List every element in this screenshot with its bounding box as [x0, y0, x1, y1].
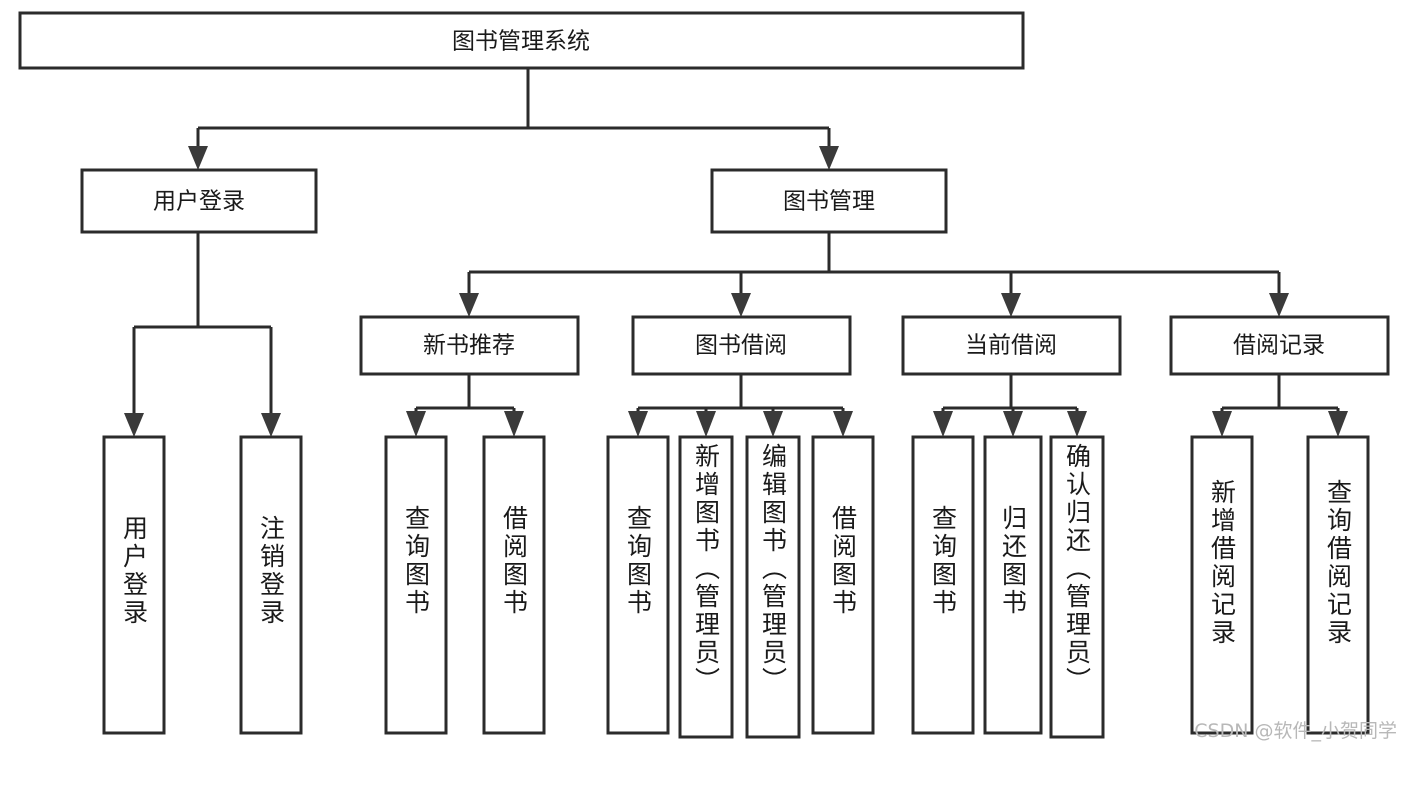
leaf-box-query-book-borrow[interactable] — [606, 435, 670, 735]
node-user-login[interactable]: 用户登录 — [80, 168, 318, 234]
node-root[interactable]: 图书管理系统 — [18, 11, 1025, 70]
arrow-head-icon — [763, 411, 783, 437]
arrow-head-icon — [406, 411, 426, 437]
leaf-box-logout[interactable] — [239, 435, 303, 735]
leaf-box-confirm-return-admin[interactable] — [1049, 435, 1105, 739]
node-root-label: 图书管理系统 — [452, 29, 590, 55]
arrow-head-icon — [459, 293, 479, 317]
node-borrow-record[interactable]: 借阅记录 — [1169, 315, 1390, 376]
arrow-head-icon — [1003, 411, 1023, 437]
arrow-head-icon — [1001, 293, 1021, 317]
node-book-management-box[interactable] — [710, 168, 948, 234]
node-book-borrow[interactable]: 图书借阅 — [631, 315, 852, 376]
arrow-head-icon — [188, 146, 208, 170]
node-book-management-label: 图书管理 — [783, 189, 875, 215]
connector-user-login-to-leaves — [124, 232, 281, 437]
arrow-head-icon — [1269, 293, 1289, 317]
leaf-box-add-book-admin[interactable] — [678, 435, 734, 739]
connector-current-to-leaves — [933, 374, 1087, 437]
node-book-management[interactable]: 图书管理 — [710, 168, 948, 234]
arrow-head-icon — [1212, 411, 1232, 437]
node-user-login-label: 用户登录 — [153, 189, 245, 215]
node-user-login-box[interactable] — [80, 168, 318, 234]
arrow-head-icon — [933, 411, 953, 437]
leaf-box-query-borrow-record[interactable] — [1306, 435, 1370, 735]
connector-record-to-leaves — [1212, 374, 1348, 437]
leaf-box-user-login[interactable] — [102, 435, 166, 735]
node-book-borrow-box[interactable] — [631, 315, 852, 376]
connector-root-to-level2 — [188, 68, 839, 170]
connector-borrow-to-leaves — [628, 374, 853, 437]
arrow-head-icon — [504, 411, 524, 437]
arrow-head-icon — [696, 411, 716, 437]
leaf-box-edit-book-admin[interactable] — [745, 435, 801, 739]
node-current-borrow-label: 当前借阅 — [965, 333, 1057, 359]
node-borrow-record-label: 借阅记录 — [1233, 333, 1325, 359]
arrow-head-icon — [731, 293, 751, 317]
node-borrow-record-box[interactable] — [1169, 315, 1390, 376]
arrow-head-icon — [124, 413, 144, 437]
node-new-book-recommend[interactable]: 新书推荐 — [359, 315, 580, 376]
node-new-book-recommend-box[interactable] — [359, 315, 580, 376]
diagram-canvas: 图书管理系统 用户登录 图书管理 新书推荐 图书借阅 当前借阅 借阅记录 — [18, 11, 1397, 742]
arrow-head-icon — [1328, 411, 1348, 437]
leaf-box-query-book-new[interactable] — [384, 435, 448, 735]
connector-book-mgmt-to-level3 — [459, 232, 1289, 317]
arrow-head-icon — [261, 413, 281, 437]
node-current-borrow[interactable]: 当前借阅 — [901, 315, 1122, 376]
arrow-head-icon — [1067, 411, 1087, 437]
node-root-box[interactable] — [18, 11, 1025, 70]
leaf-box-borrow-book[interactable] — [811, 435, 875, 735]
watermark-text: CSDN @软件_小贺同学 — [1194, 720, 1397, 742]
arrow-head-icon — [833, 411, 853, 437]
leaf-box-query-book-current[interactable] — [911, 435, 975, 735]
node-new-book-recommend-label: 新书推荐 — [423, 333, 515, 359]
leaf-box-return-book[interactable] — [983, 435, 1043, 735]
flowchart-svg: 图书管理系统 用户登录 图书管理 新书推荐 图书借阅 当前借阅 借阅记录 — [18, 11, 1390, 739]
connector-newbook-to-leaves — [406, 374, 524, 437]
leaf-box-borrow-book-new[interactable] — [482, 435, 546, 735]
leaf-box-add-borrow-record[interactable] — [1190, 435, 1254, 735]
arrow-head-icon — [628, 411, 648, 437]
node-book-borrow-label: 图书借阅 — [695, 333, 787, 359]
arrow-head-icon — [819, 146, 839, 170]
node-current-borrow-box[interactable] — [901, 315, 1122, 376]
